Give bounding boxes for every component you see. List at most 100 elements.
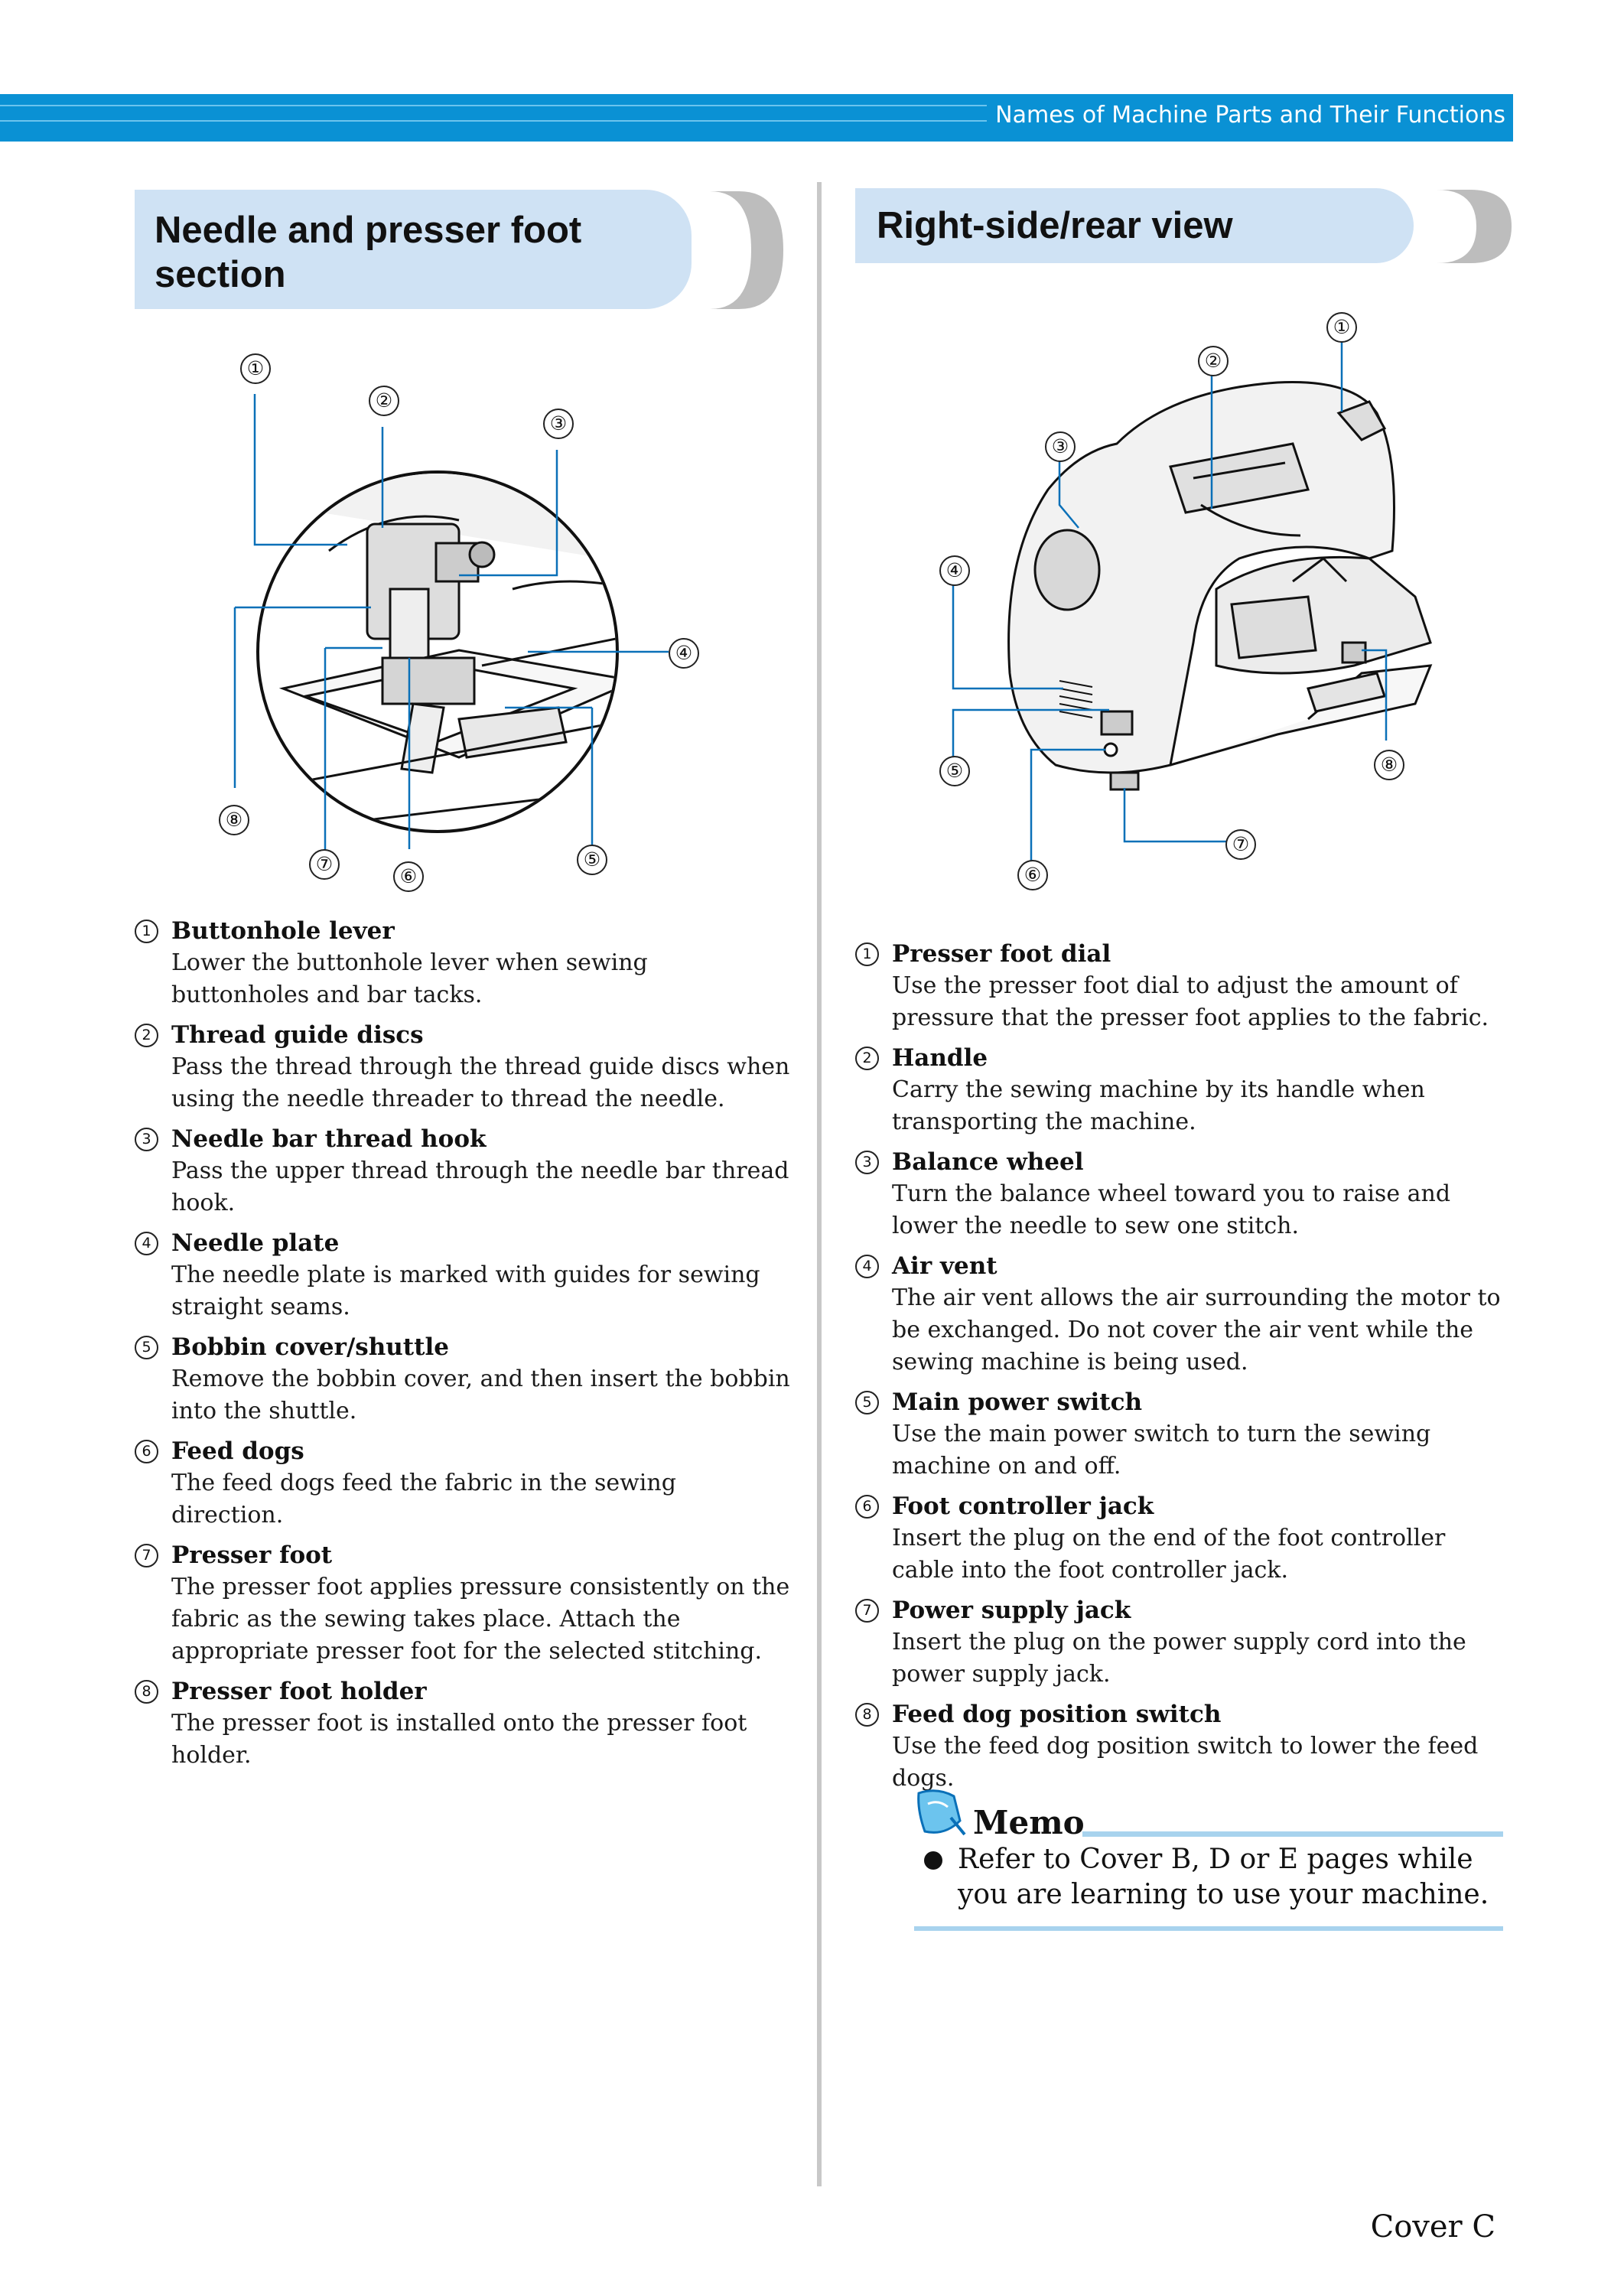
- item-desc: The needle plate is marked with guides f…: [171, 1261, 760, 1320]
- heading-box: [855, 188, 1414, 263]
- item-number: 6: [135, 1440, 158, 1463]
- callout-3: ③: [543, 409, 574, 439]
- item-name: Bobbin cover/shuttle: [171, 1333, 449, 1361]
- callout-5: ⑤: [939, 756, 970, 786]
- left-section-heading: Needle and presser foot section: [135, 190, 785, 311]
- callout-8: ⑧: [1374, 750, 1404, 780]
- callout-8: ⑧: [219, 805, 249, 835]
- item-number: 4: [855, 1255, 879, 1278]
- item-number: 7: [855, 1599, 879, 1623]
- item-number: 2: [135, 1024, 158, 1047]
- item-desc: Pass the upper thread through the needle…: [171, 1157, 789, 1216]
- item-number: 8: [855, 1703, 879, 1727]
- column-divider: [817, 182, 822, 2186]
- callout-1: ①: [1326, 312, 1357, 343]
- chevron-icon: [1437, 190, 1512, 263]
- callout-2: ②: [369, 386, 399, 416]
- item-name: Air vent: [892, 1252, 998, 1280]
- memo-text: Refer to Cover B, D or E pages while you…: [958, 1844, 1489, 1910]
- right-section-heading: Right-side/rear view: [855, 188, 1513, 265]
- heading-text: Right-side/rear view: [877, 205, 1233, 246]
- item-name: Feed dog position switch: [892, 1701, 1222, 1728]
- item-name: Handle: [892, 1044, 988, 1072]
- item-desc: Lower the buttonhole lever when sewing b…: [171, 949, 648, 1008]
- header-band: Names of Machine Parts and Their Functio…: [0, 94, 1513, 142]
- item-number: 5: [135, 1336, 158, 1359]
- callout-2: ②: [1198, 346, 1229, 376]
- item-number: 2: [855, 1047, 879, 1070]
- page-number: Cover C: [1370, 2209, 1495, 2245]
- heading-text: Needle and presser foot section: [155, 210, 582, 295]
- item-desc: The feed dogs feed the fabric in the sew…: [171, 1470, 676, 1528]
- item-desc: The air vent allows the air surrounding …: [892, 1284, 1501, 1375]
- item-number: 1: [855, 942, 879, 966]
- item-name: Thread guide discs: [171, 1021, 424, 1049]
- item-desc: Pass the thread through the thread guide…: [171, 1053, 790, 1112]
- header-title: Names of Machine Parts and Their Functio…: [995, 102, 1505, 129]
- item-number: 3: [135, 1128, 158, 1151]
- rear-view-illustration: [952, 335, 1433, 864]
- item-name: Presser foot: [171, 1541, 333, 1569]
- header-stripe: [0, 105, 987, 106]
- callout-7: ⑦: [1225, 829, 1256, 860]
- item-name: Needle plate: [171, 1229, 340, 1257]
- item-name: Needle bar thread hook: [171, 1125, 487, 1153]
- item-number: 5: [855, 1391, 879, 1414]
- item-name: Balance wheel: [892, 1148, 1084, 1176]
- item-number: 1: [135, 920, 158, 943]
- item-desc: Insert the plug on the power supply cord…: [892, 1629, 1466, 1688]
- item-number: 6: [855, 1495, 879, 1519]
- item-desc: Use the feed dog position switch to lowe…: [892, 1733, 1479, 1792]
- item-desc: Insert the plug on the end of the foot c…: [892, 1525, 1446, 1584]
- item-desc: Remove the bobbin cover, and then insert…: [171, 1366, 790, 1424]
- item-name: Feed dogs: [171, 1437, 304, 1465]
- chevron-icon: [710, 191, 783, 309]
- item-number: 7: [135, 1544, 158, 1567]
- callout-3: ③: [1045, 431, 1076, 462]
- heading-box: [135, 190, 692, 309]
- memo-title: Memo: [973, 1804, 1085, 1841]
- callout-7: ⑦: [309, 849, 340, 880]
- item-desc: Turn the balance wheel toward you to rai…: [892, 1180, 1451, 1239]
- header-stripe: [0, 120, 987, 122]
- item-desc: Use the main power switch to turn the se…: [892, 1421, 1431, 1480]
- item-number: 4: [135, 1232, 158, 1255]
- item-name: Presser foot dial: [892, 940, 1111, 968]
- item-number: 8: [135, 1680, 158, 1704]
- callout-4: ④: [669, 638, 699, 669]
- bullet-icon: [924, 1851, 942, 1870]
- memo-bottom-rule: [914, 1926, 1503, 1931]
- callout-6: ⑥: [1017, 860, 1048, 890]
- needle-section-illustration: [233, 394, 669, 857]
- item-name: Power supply jack: [892, 1597, 1131, 1624]
- memo-icon: [917, 1789, 966, 1836]
- memo-rule: [1082, 1831, 1503, 1837]
- callout-6: ⑥: [393, 861, 424, 892]
- item-name: Main power switch: [892, 1388, 1143, 1416]
- item-name: Buttonhole lever: [171, 917, 395, 945]
- item-name: Presser foot holder: [171, 1678, 427, 1705]
- item-number: 3: [855, 1151, 879, 1174]
- item-desc: Use the presser foot dial to adjust the …: [892, 972, 1489, 1031]
- item-desc: The presser foot applies pressure consis…: [171, 1574, 790, 1665]
- callout-1: ①: [240, 353, 271, 384]
- item-name: Foot controller jack: [892, 1493, 1154, 1520]
- callout-4: ④: [939, 555, 970, 586]
- callout-5: ⑤: [577, 845, 607, 875]
